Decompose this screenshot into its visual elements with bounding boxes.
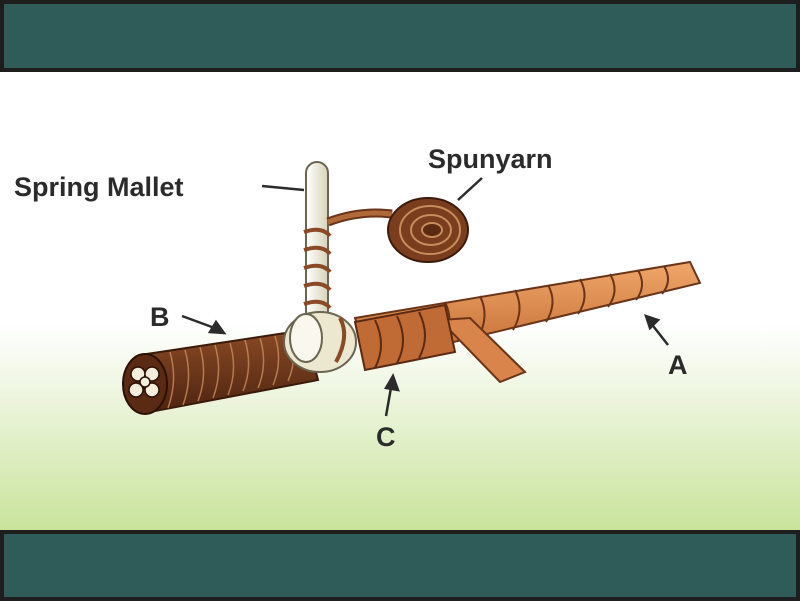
section-b-serving <box>122 328 320 415</box>
spunyarn-ball <box>326 197 469 263</box>
leader-lines <box>181 177 669 417</box>
parcelling-strip <box>437 316 527 384</box>
spring-mallet <box>283 161 357 373</box>
spunyarn-label: Spunyarn <box>428 144 553 174</box>
spring-mallet-label: Spring Mallet <box>14 172 184 202</box>
label-c: C <box>376 422 396 452</box>
label-a: A <box>668 350 688 380</box>
diagram-stage <box>0 72 800 530</box>
section-c-parcelling <box>353 303 457 372</box>
bottom-bar <box>0 530 800 601</box>
label-b: B <box>150 302 170 332</box>
top-bar <box>0 0 800 72</box>
